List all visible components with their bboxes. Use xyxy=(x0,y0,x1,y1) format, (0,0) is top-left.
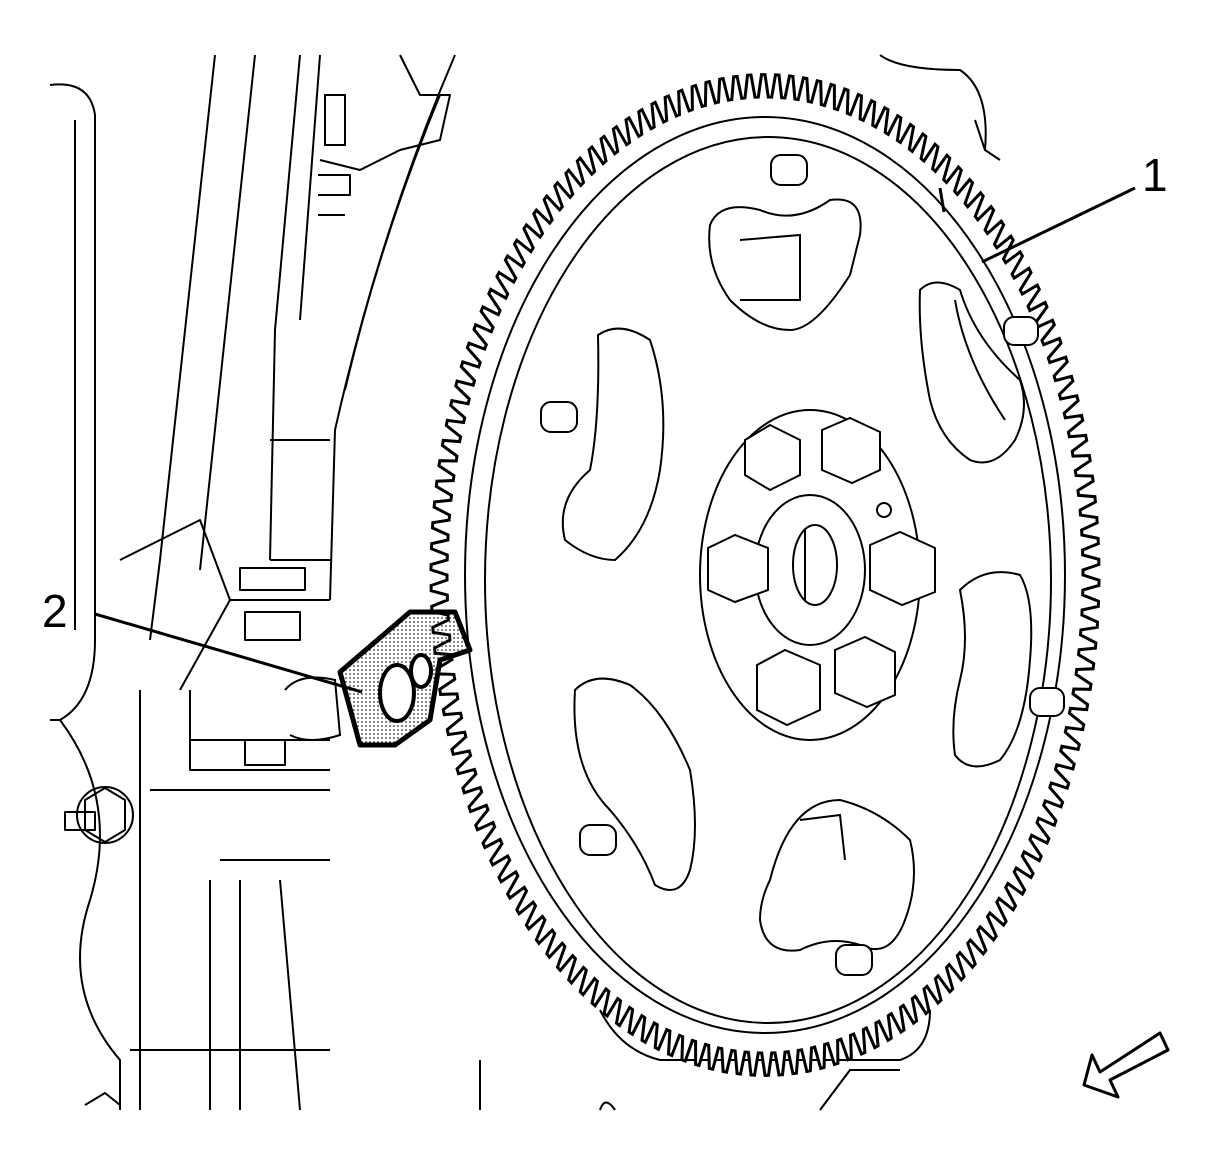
leader-line-1 xyxy=(981,186,1136,264)
leader-line-2 xyxy=(94,612,363,694)
flywheel xyxy=(429,73,1101,1077)
direction-arrow-icon xyxy=(1082,1031,1170,1099)
flywheel-locking-tool xyxy=(284,609,473,748)
flywheel-bolts xyxy=(707,416,936,727)
callout-1: 1 xyxy=(1142,149,1168,201)
flywheel-cutouts xyxy=(561,198,1033,952)
flywheel-dowel-pins xyxy=(540,154,1065,976)
leader-lines xyxy=(94,186,1136,694)
callout-2: 2 xyxy=(42,585,68,637)
engine-block-background xyxy=(49,54,1001,1111)
